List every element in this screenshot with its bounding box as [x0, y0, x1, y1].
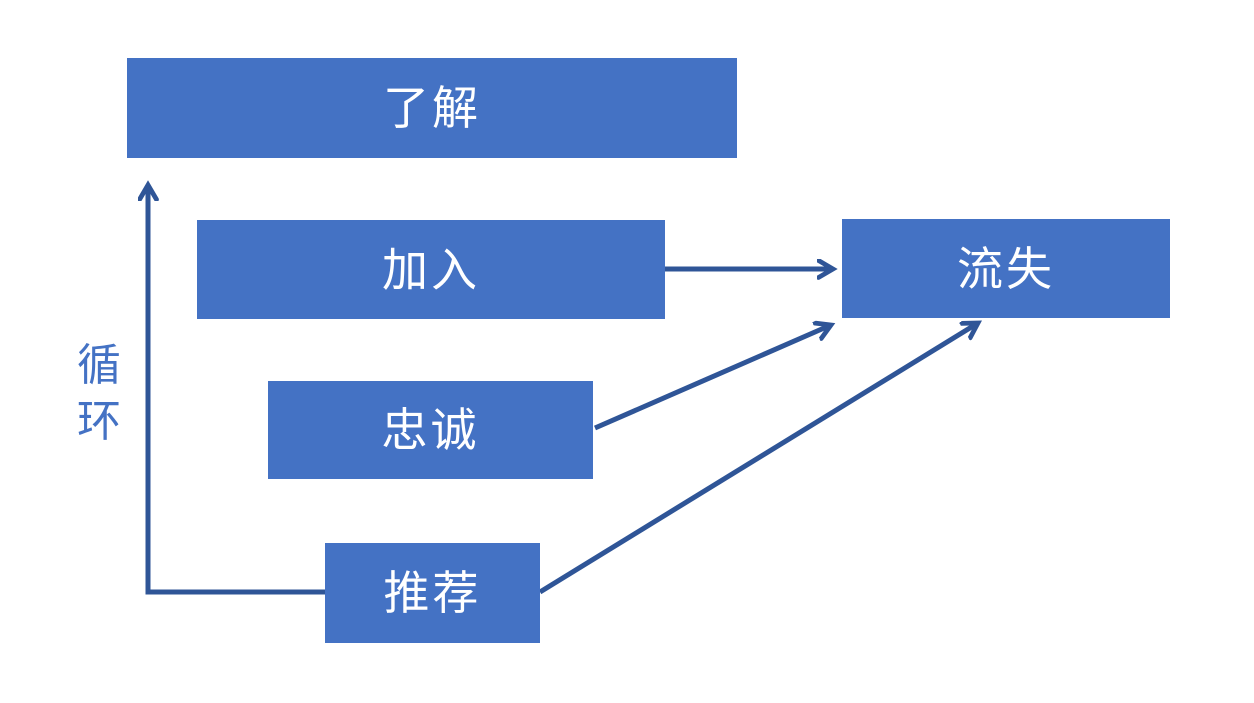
node-loyalty: 忠诚	[268, 381, 593, 479]
node-join: 加入	[197, 220, 665, 319]
node-understand-label: 了解	[383, 82, 481, 134]
node-loyalty-label: 忠诚	[381, 404, 480, 456]
node-churn: 流失	[842, 219, 1170, 318]
node-understand: 了解	[127, 58, 737, 158]
edge-loyalty-to-churn	[593, 325, 831, 431]
node-churn-label: 流失	[957, 242, 1055, 295]
node-recommend: 推荐	[325, 543, 540, 643]
cycle-label: 循 环	[68, 338, 130, 450]
node-recommend-label: 推荐	[383, 567, 482, 619]
cycle-label-char-1: 循	[77, 341, 121, 390]
node-join-label: 加入	[382, 243, 480, 296]
cycle-label-char-2: 环	[77, 397, 121, 446]
edge-recommend-to-churn	[538, 323, 978, 595]
